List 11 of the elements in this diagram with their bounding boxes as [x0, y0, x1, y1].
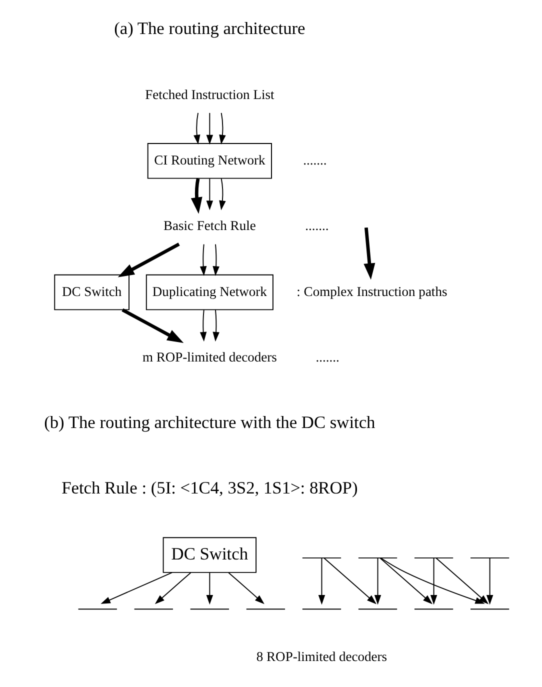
label: (a) The routing architecture [114, 18, 305, 38]
label: 8 ROP-limited decoders [256, 649, 387, 664]
node-text: m ROP-limited decoders [142, 350, 276, 365]
node-text: Fetched Instruction List [144, 86, 274, 102]
node-text: Basic Fetch Rule [163, 218, 256, 234]
label: ....... [315, 350, 339, 365]
label: ....... [304, 218, 328, 234]
label: ....... [302, 152, 326, 168]
label: (b) The routing architecture with the DC switch [44, 412, 375, 432]
legend-label: : Complex Instruction paths [296, 284, 447, 299]
label: Fetch Rule : (5I: <1C4, 3S2, 1S1>: 8ROP) [61, 478, 358, 498]
